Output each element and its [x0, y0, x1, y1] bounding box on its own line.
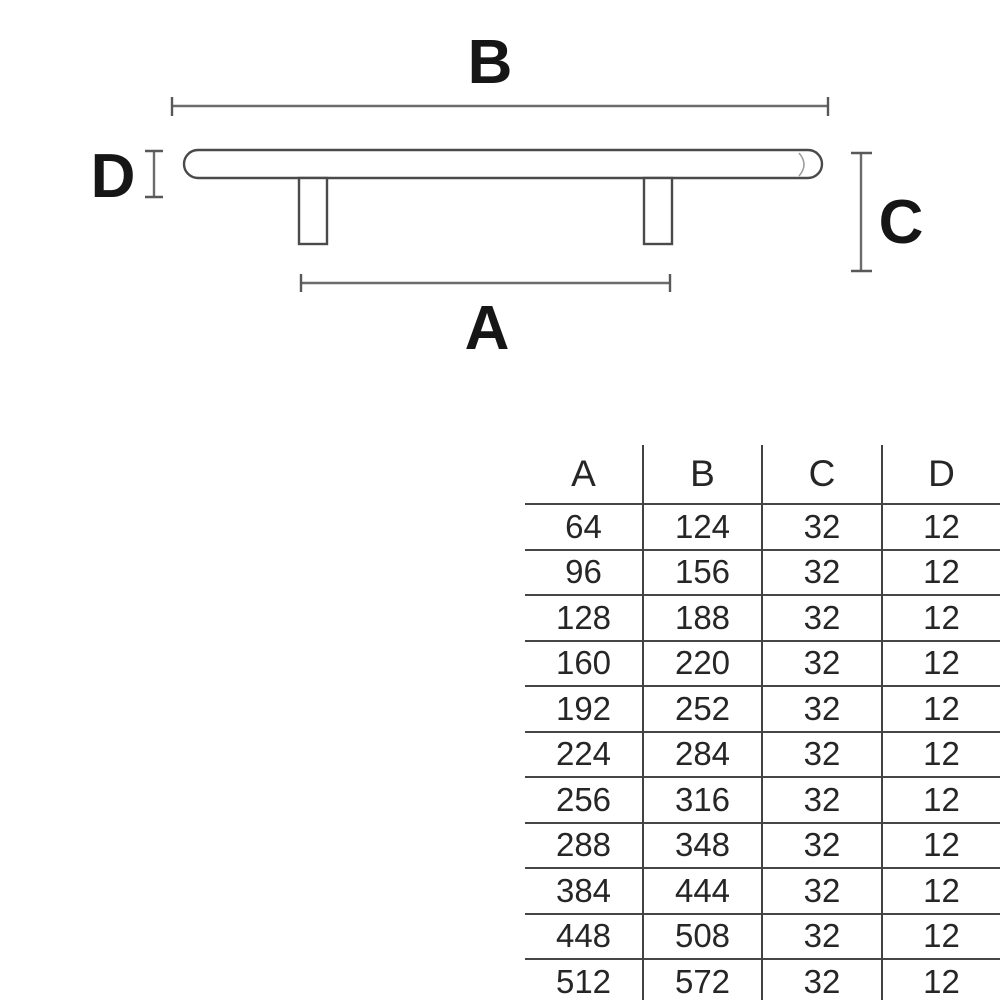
table-cell: 32 — [762, 776, 883, 823]
table-cell: 96 — [525, 548, 644, 595]
table-cell: 252 — [643, 685, 763, 732]
table-cell: 512 — [525, 958, 644, 1000]
table-cell: 32 — [762, 867, 883, 914]
table-cell: 12 — [882, 503, 1000, 550]
table-cell: 128 — [525, 594, 644, 641]
table-cell: 12 — [882, 639, 1000, 686]
table-cell: 508 — [643, 912, 763, 959]
table-cell: 224 — [525, 730, 644, 777]
table-cell: 12 — [882, 912, 1000, 959]
table-cell: 220 — [643, 639, 763, 686]
table-cell: 32 — [762, 730, 883, 777]
table-header-row: A B C D — [525, 445, 1000, 504]
handle-bar-end-cap-line — [798, 152, 805, 177]
dim-label-a: A — [465, 294, 510, 363]
column-header-b: B — [643, 445, 763, 504]
table-cell: 124 — [643, 503, 763, 550]
dim-label-c: C — [879, 188, 924, 257]
table-cell: 192 — [525, 685, 644, 732]
table-cell: 12 — [882, 594, 1000, 641]
table-cell: 12 — [882, 730, 1000, 777]
table-cell: 348 — [643, 821, 763, 868]
table-cell: 32 — [762, 548, 883, 595]
table-cell: 572 — [643, 958, 763, 1000]
table-cell: 32 — [762, 639, 883, 686]
table-cell: 288 — [525, 821, 644, 868]
dim-label-b: B — [468, 28, 513, 97]
table-cell: 12 — [882, 776, 1000, 823]
table-cell: 12 — [882, 685, 1000, 732]
table-cell: 32 — [762, 912, 883, 959]
table-cell: 160 — [525, 639, 644, 686]
column-header-c: C — [762, 445, 883, 504]
table-cell: 444 — [643, 867, 763, 914]
table-cell: 32 — [762, 685, 883, 732]
table-cell: 12 — [882, 867, 1000, 914]
column-header-d: D — [928, 453, 955, 494]
table-cell: 32 — [762, 503, 883, 550]
table-cell: 316 — [643, 776, 763, 823]
table-cell: 64 — [525, 503, 644, 550]
handle-drawing: B D C A — [91, 28, 924, 363]
table-cell: 284 — [643, 730, 763, 777]
table-cell: 32 — [762, 594, 883, 641]
table-cell: 12 — [882, 821, 1000, 868]
table-cell: 32 — [762, 958, 883, 1000]
handle-bar — [182, 148, 824, 180]
table-cell: 12 — [882, 958, 1000, 1000]
table-cell: 32 — [762, 821, 883, 868]
dim-label-d: D — [91, 142, 136, 211]
handle-post-right — [642, 176, 674, 246]
table-cell: 12 — [882, 548, 1000, 595]
column-header-a: A — [525, 445, 644, 504]
table-cell: 256 — [525, 776, 644, 823]
table-cell: 156 — [643, 548, 763, 595]
table-cell: 188 — [643, 594, 763, 641]
table-cell: 448 — [525, 912, 644, 959]
handle-post-left — [297, 176, 329, 246]
table-cell: 384 — [525, 867, 644, 914]
